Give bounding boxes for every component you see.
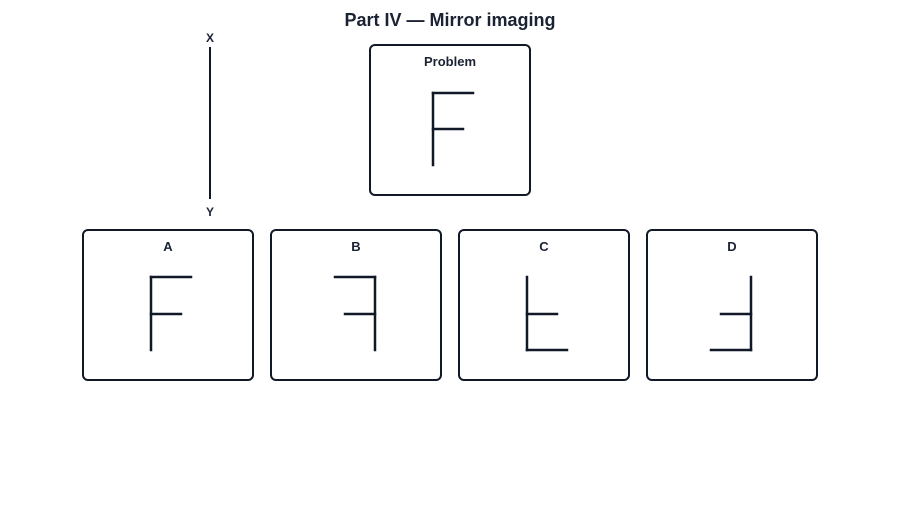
option-c-label: C	[539, 239, 549, 254]
problem-figure	[431, 91, 475, 167]
option-d-label: D	[727, 239, 737, 254]
option-a-figure	[149, 275, 193, 352]
option-a-panel[interactable]: A	[82, 229, 254, 381]
page-title: Part IV — Mirror imaging	[344, 10, 556, 30]
option-c-figure	[525, 275, 569, 352]
mirror-label-bottom: Y	[205, 205, 214, 219]
option-b-label: B	[351, 239, 361, 254]
mirror-line	[209, 47, 211, 199]
option-b-panel[interactable]: B	[270, 229, 442, 381]
option-a-label: A	[163, 239, 173, 254]
option-c-panel[interactable]: C	[458, 229, 630, 381]
problem-panel: Problem	[369, 44, 531, 196]
problem-label: Problem	[423, 54, 476, 69]
option-d-figure	[709, 275, 753, 352]
mirror-label-top: X	[205, 31, 214, 45]
option-d-panel[interactable]: D	[646, 229, 818, 381]
option-b-figure	[333, 275, 377, 352]
